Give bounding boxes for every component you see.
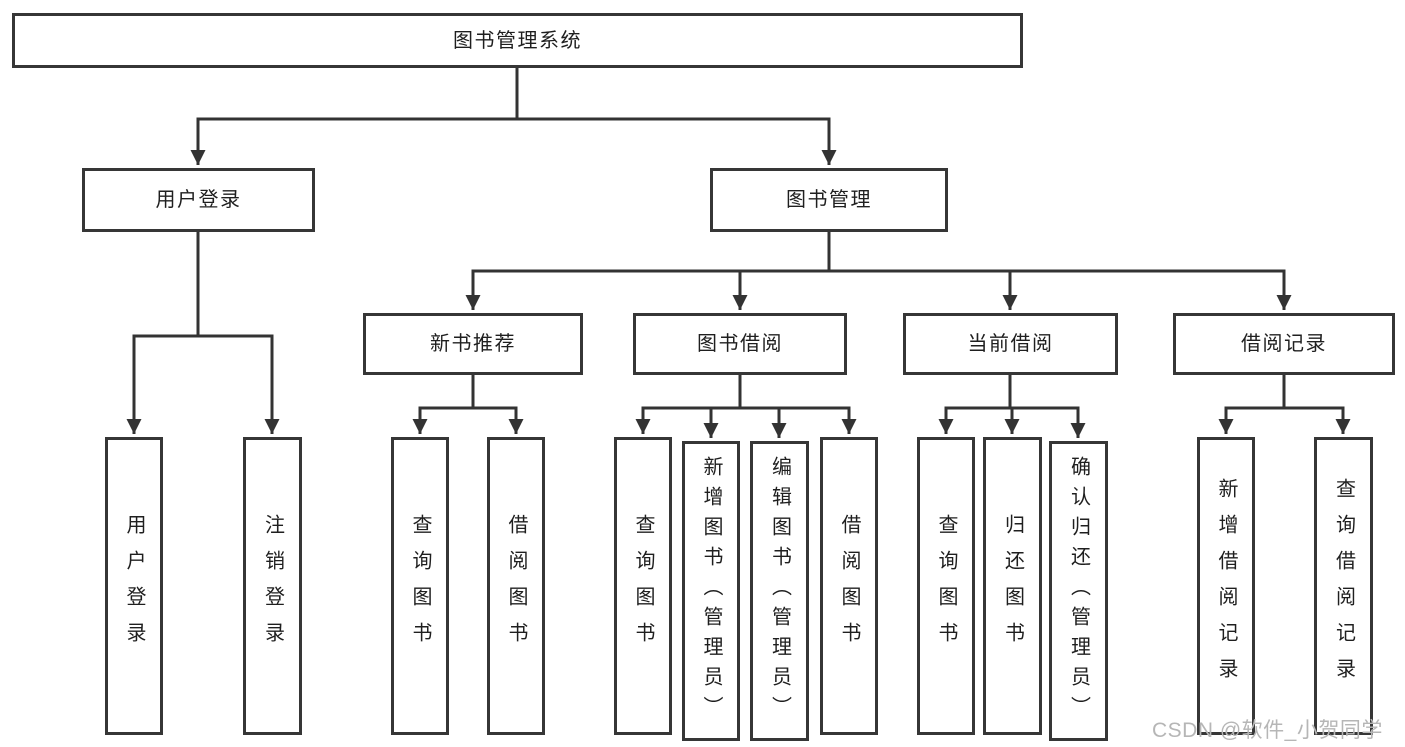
leaf-bb-query-book: 查询图书 [614,437,672,735]
leaf-br-query-record: 查询借阅记录 [1314,437,1373,735]
node-label: 确认归还（管理员） [1067,456,1090,726]
node-label: 用户登录 [123,514,145,658]
node-label: 当前借阅 [967,333,1054,355]
node-borrowing-records: 借阅记录 [1173,313,1395,375]
node-label: 新增借阅记录 [1215,478,1237,694]
node-label: 查询图书 [935,514,957,658]
node-book-management: 图书管理 [710,168,948,232]
leaf-logout: 注销登录 [243,437,302,735]
node-label: 借阅图书 [838,514,860,658]
node-label: 新增图书（管理员） [700,456,722,726]
node-label: 查询借阅记录 [1332,478,1355,694]
node-label: 图书管理 [786,189,872,211]
node-label: 借阅记录 [1241,333,1327,355]
leaf-bb-add-book-admin: 新增图书（管理员） [682,441,740,741]
leaf-cb-query-book: 查询图书 [917,437,975,735]
node-label: 借阅图书 [505,514,527,658]
node-user-login: 用户登录 [82,168,315,232]
node-label: 归还图书 [1001,514,1024,658]
node-label: 新书推荐 [430,333,516,355]
node-label: 编辑图书（管理员） [768,456,791,726]
csdn-watermark: CSDN @软件_小贺同学 [1152,719,1383,742]
leaf-cb-return-book: 归还图书 [983,437,1042,735]
node-new-book-recommendation: 新书推荐 [363,313,583,375]
node-label: 查询图书 [632,514,654,658]
node-library-system: 图书管理系统 [12,13,1023,68]
leaf-rec-borrow-book: 借阅图书 [487,437,545,735]
node-book-borrowing: 图书借阅 [633,313,847,375]
leaf-rec-query-book: 查询图书 [391,437,449,735]
node-label: 查询图书 [409,514,431,658]
leaf-br-add-record: 新增借阅记录 [1197,437,1255,735]
node-label: 图书借阅 [697,333,783,355]
leaf-bb-borrow-book: 借阅图书 [820,437,878,735]
leaf-bb-edit-book-admin: 编辑图书（管理员） [750,441,809,741]
node-current-borrowing: 当前借阅 [903,313,1118,375]
node-label: 注销登录 [261,514,284,658]
node-label: 图书管理系统 [453,29,582,52]
leaf-user-login: 用户登录 [105,437,163,735]
node-label: 用户登录 [155,189,242,211]
leaf-cb-confirm-return-admin: 确认归还（管理员） [1049,441,1108,741]
